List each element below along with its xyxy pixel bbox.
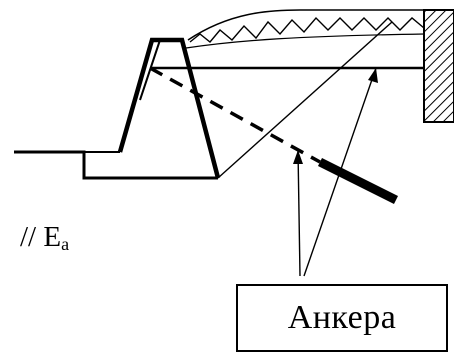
callout-arrow-2-shaft: [303, 67, 377, 277]
callout-arrow-1-head: [293, 150, 303, 164]
anchor-bolt: [317, 157, 399, 205]
active-pressure-label: // Ea: [20, 221, 70, 254]
anchors-label: Анкера: [287, 299, 397, 336]
embankment-outline: [117, 37, 221, 179]
embankment-inner-slope: [139, 39, 161, 101]
slip-line: [217, 21, 393, 179]
base-platform: [14, 150, 218, 180]
active-pressure-symbol: // E: [20, 221, 62, 253]
backfill-lower-line: [185, 33, 425, 49]
backfill-zigzag-layer: [189, 16, 425, 43]
callout-arrow-2-head: [368, 68, 378, 83]
anchor-line-dashed: [149, 66, 321, 164]
backfill-surface: [187, 9, 424, 41]
anchors-callout-box: Анкера: [236, 284, 448, 352]
callout-arrow-1-shaft: [297, 149, 301, 277]
retaining-wall: [423, 9, 454, 123]
active-pressure-subscript: a: [61, 234, 70, 254]
